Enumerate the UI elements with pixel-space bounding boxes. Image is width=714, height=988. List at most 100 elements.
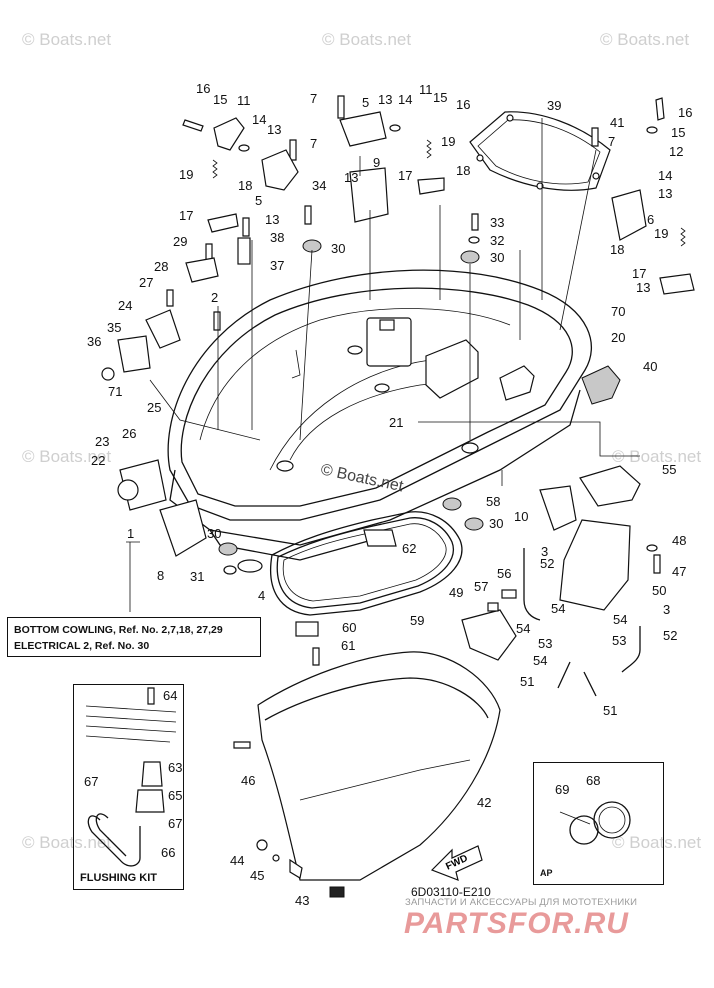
part-label-45: 45	[250, 868, 264, 883]
part-label-16: 16	[678, 105, 692, 120]
part-label-13: 13	[636, 280, 650, 295]
part-label-57: 57	[474, 579, 488, 594]
hardware-drawings	[85, 95, 695, 898]
part-label-26: 26	[122, 426, 136, 441]
part-label-42: 42	[477, 795, 491, 810]
part-label-64: 64	[163, 688, 177, 703]
part-label-13: 13	[344, 170, 358, 185]
reference-note-box: BOTTOM COWLING, Ref. No. 2,7,18, 27,29 E…	[7, 617, 261, 657]
bottom-cowling-drawing	[167, 269, 593, 561]
part-label-41: 41	[610, 115, 624, 130]
watermark-bottom-right: © Boats.net	[612, 833, 701, 852]
part-label-28: 28	[154, 259, 168, 274]
part-label-19: 19	[654, 226, 668, 241]
part-label-71: 71	[108, 384, 122, 399]
ap-label: AP	[540, 868, 553, 878]
part-label-59: 59	[410, 613, 424, 628]
part-label-14: 14	[252, 112, 266, 127]
part-label-69: 69	[555, 782, 569, 797]
part-label-55: 55	[662, 462, 676, 477]
part-label-24: 24	[118, 298, 132, 313]
part-label-20: 20	[611, 330, 625, 345]
part-label-62: 62	[402, 541, 416, 556]
part-label-5: 5	[255, 193, 262, 208]
part-label-12: 12	[669, 144, 683, 159]
part-label-47: 47	[672, 564, 686, 579]
watermark-mid-right: © Boats.net	[612, 447, 701, 466]
part-label-16: 16	[456, 97, 470, 112]
part-label-6: 6	[647, 212, 654, 227]
part-label-3: 3	[541, 544, 548, 559]
part-label-67: 67	[168, 816, 182, 831]
part-label-66: 66	[161, 845, 175, 860]
part-label-29: 29	[173, 234, 187, 249]
part-label-70: 70	[611, 304, 625, 319]
part-label-14: 14	[658, 168, 672, 183]
part-label-14: 14	[398, 92, 412, 107]
part-label-39: 39	[547, 98, 561, 113]
part-label-56: 56	[497, 566, 511, 581]
part-label-2: 2	[211, 290, 218, 305]
part-label-31: 31	[190, 569, 204, 584]
part-label-10: 10	[514, 509, 528, 524]
part-label-22: 22	[91, 453, 105, 468]
part-label-17: 17	[632, 266, 646, 281]
part-label-30: 30	[489, 516, 503, 531]
part-label-63: 63	[168, 760, 182, 775]
part-number-labels: 1 2 3 3 4 5 5 6 7 7 7 8 9 10 11 11 12 13…	[84, 81, 692, 908]
part-label-46: 46	[241, 773, 255, 788]
part-label-11: 11	[237, 93, 251, 108]
part-label-18: 18	[610, 242, 624, 257]
leader-lines	[126, 118, 640, 612]
part-label-3: 3	[663, 602, 670, 617]
ap-inset-box	[533, 762, 664, 885]
part-label-53: 53	[612, 633, 626, 648]
part-label-19: 19	[441, 134, 455, 149]
part-label-13: 13	[378, 92, 392, 107]
part-label-38: 38	[270, 230, 284, 245]
part-label-7: 7	[608, 134, 615, 149]
part-label-30: 30	[490, 250, 504, 265]
part-label-5: 5	[362, 95, 369, 110]
part-label-54: 54	[613, 612, 627, 627]
part-label-23: 23	[95, 434, 109, 449]
watermark-top-left: © Boats.net	[22, 30, 111, 49]
cover-39-drawing	[469, 111, 611, 191]
part-label-33: 33	[490, 215, 504, 230]
part-label-13: 13	[658, 186, 672, 201]
reference-note-line1: BOTTOM COWLING, Ref. No. 2,7,18, 27,29	[14, 624, 223, 636]
part-label-21: 21	[389, 415, 403, 430]
part-label-36: 36	[87, 334, 101, 349]
part-label-53: 53	[538, 636, 552, 651]
seal-drawing	[270, 511, 463, 616]
part-label-37: 37	[270, 258, 284, 273]
part-label-48: 48	[672, 533, 686, 548]
part-label-51: 51	[603, 703, 617, 718]
part-label-15: 15	[671, 125, 685, 140]
part-label-44: 44	[230, 853, 244, 868]
watermarks: © Boats.net © Boats.net © Boats.net © Bo…	[22, 30, 701, 852]
part-label-52: 52	[540, 556, 554, 571]
watermark-top-right: © Boats.net	[600, 30, 689, 49]
site-tagline: ЗАПЧАСТИ И АКСЕССУАРЫ ДЛЯ МОТОТЕХНИКИ	[405, 897, 638, 908]
part-label-35: 35	[107, 320, 121, 335]
part-label-1: 1	[127, 526, 134, 541]
part-label-43: 43	[295, 893, 309, 908]
part-label-13: 13	[265, 212, 279, 227]
part-label-4: 4	[258, 588, 265, 603]
part-label-17: 17	[179, 208, 193, 223]
part-label-18: 18	[238, 178, 252, 193]
part-label-60: 60	[342, 620, 356, 635]
watermark-bottom-left: © Boats.net	[22, 833, 111, 852]
part-label-52: 52	[663, 628, 677, 643]
part-label-68: 68	[586, 773, 600, 788]
part-label-30: 30	[331, 241, 345, 256]
part-label-54: 54	[516, 621, 530, 636]
part-label-65: 65	[168, 788, 182, 803]
part-label-61: 61	[341, 638, 355, 653]
reference-note-line2: ELECTRICAL 2, Ref. No. 30	[14, 640, 150, 652]
part-label-16: 16	[196, 81, 210, 96]
watermark-mid-left: © Boats.net	[22, 447, 111, 466]
part-label-7: 7	[310, 136, 317, 151]
part-label-27: 27	[139, 275, 153, 290]
